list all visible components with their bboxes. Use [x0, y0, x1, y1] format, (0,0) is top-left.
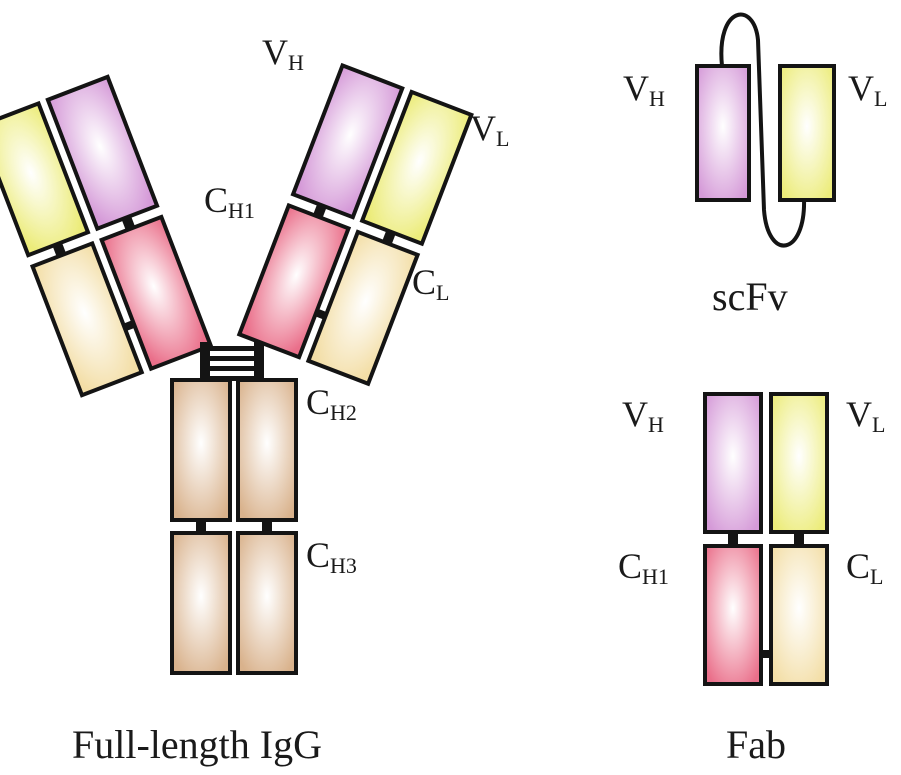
igg-fc-ch3-right [236, 531, 298, 675]
igg-fc-ch2-right [236, 378, 298, 522]
igg-fc-linker-right [262, 520, 272, 533]
igg-fc [170, 378, 298, 675]
igg-label-ch2: CH2 [306, 382, 357, 425]
hinge-right-post [254, 342, 264, 382]
igg-hinge [200, 342, 264, 382]
igg-right-arm [236, 62, 474, 387]
fab-linker-vh-ch1 [728, 532, 738, 546]
igg-left-disulfide [123, 320, 136, 332]
fab-label-ch1: CH1 [618, 546, 669, 589]
igg-title: Full-length IgG [72, 722, 322, 767]
fab-diagram: VH VL CH1 CL Fab [618, 392, 885, 767]
igg-label-ch1: CH1 [204, 180, 255, 223]
hinge-left-post [200, 342, 210, 382]
fab-vh-domain [703, 392, 763, 534]
igg-label-ch3: CH3 [306, 535, 357, 578]
scfv-label-vl: VL [848, 68, 887, 111]
fab-disulfide [761, 650, 771, 658]
igg-label-cl: CL [412, 262, 449, 305]
fab-cl-domain [769, 544, 829, 686]
igg-left-linker-vl-cl [52, 242, 67, 258]
scfv-label-vh: VH [623, 68, 665, 111]
igg-right-linker-vh-ch1 [313, 203, 327, 219]
hinge-bar-1 [200, 346, 264, 351]
hinge-bar-3 [200, 366, 264, 371]
igg-diagram: VH VL CH1 CL CH2 CH3 Full-length IgG [0, 32, 509, 767]
fab-label-vh: VH [622, 394, 664, 437]
fab-label-cl: CL [846, 546, 883, 589]
scfv-vh-domain [695, 64, 751, 202]
fab-vl-domain [769, 392, 829, 534]
fab-linker-vl-cl [794, 532, 804, 546]
igg-left-linker-vh-ch1 [121, 215, 136, 231]
igg-fc-ch2-left [170, 378, 232, 522]
igg-right-linker-vl-cl [382, 230, 396, 245]
scfv-title: scFv [712, 274, 788, 319]
fab-title: Fab [726, 722, 786, 767]
igg-fc-ch3-left [170, 531, 232, 675]
scfv-linker-loop [719, 12, 807, 248]
igg-right-disulfide [314, 308, 328, 320]
hinge-bar-2 [200, 356, 264, 361]
igg-label-vh: VH [262, 32, 304, 75]
igg-left-arm [0, 74, 214, 398]
igg-fc-linker-left [196, 520, 206, 533]
fab-label-vl: VL [846, 394, 885, 437]
fab-ch1-domain [703, 544, 763, 686]
scfv-diagram: VH VL scFv [623, 12, 887, 319]
igg-label-vl: VL [470, 108, 509, 151]
scfv-vl-domain [778, 64, 836, 202]
